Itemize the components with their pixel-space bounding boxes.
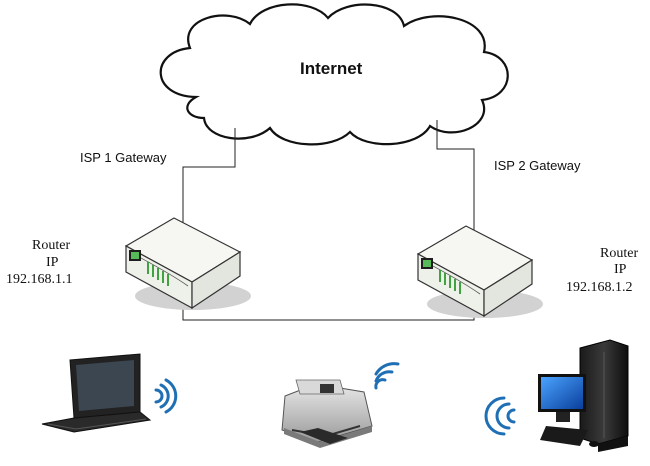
laptop-icon: [41, 353, 152, 433]
internet-label: Internet: [300, 59, 363, 78]
router-2-title: Router: [600, 246, 639, 261]
laptop-wifi-icon: [154, 378, 178, 414]
router-1-icon: [124, 217, 251, 310]
isp2-gateway-label: ISP 2 Gateway: [494, 158, 581, 173]
isp1-gateway-label: ISP 1 Gateway: [80, 150, 167, 165]
router-1-ip-label: IP: [46, 255, 59, 270]
router-2-ip-label: IP: [614, 262, 627, 277]
router-1-ip-address: 192.168.1.1: [6, 272, 73, 287]
router-1-title: Router: [32, 238, 71, 253]
printer-wifi-icon: [374, 362, 400, 390]
router-2-icon: [416, 225, 543, 318]
isp1-link-line: [182, 128, 236, 230]
isp2-link-line: [436, 120, 475, 232]
desktop-computer-icon: [538, 339, 629, 452]
router-2-ip-address: 192.168.1.2: [566, 280, 633, 295]
internet-cloud: [159, 3, 509, 146]
desktop-wifi-icon: [484, 396, 516, 436]
cloud-shape: [159, 3, 509, 146]
printer-icon: [281, 379, 373, 448]
